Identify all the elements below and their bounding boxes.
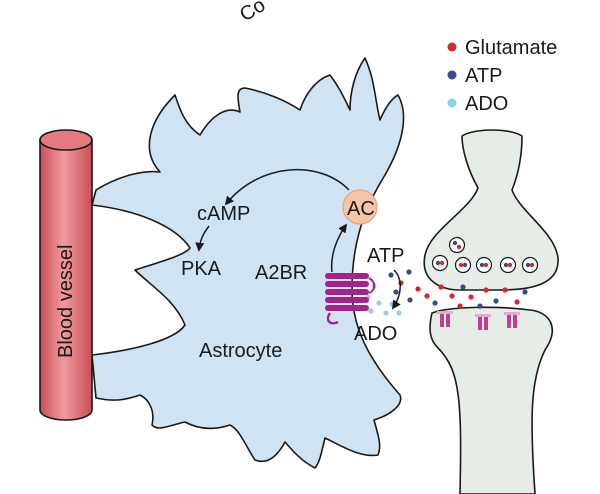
pathway-arrows — [195, 168, 401, 310]
ado-label: ADO — [354, 323, 397, 345]
arrow-icon — [224, 168, 350, 206]
legend-item-glutamate: Glutamate — [447, 37, 557, 59]
blood-vessel: Blood vessel — [39, 129, 93, 421]
legend-label-atp: ATP — [465, 65, 502, 87]
atp-dot-icon — [447, 70, 457, 80]
pka-label: PKA — [181, 258, 222, 280]
ado-dot-icon — [447, 98, 457, 108]
legend-item-ado: ADO — [447, 93, 508, 115]
vesicle-icon — [475, 256, 493, 274]
a2br-label: A2BR — [255, 262, 307, 284]
legend-label-ado: ADO — [465, 93, 508, 115]
channel-icon — [437, 311, 453, 327]
blood-vessel-top — [39, 129, 93, 151]
vesicles — [431, 236, 539, 274]
legend-item-atp: ATP — [447, 65, 502, 87]
blood-vessel-body — [39, 139, 93, 421]
vesicle-icon — [431, 254, 449, 272]
legend: Glutamate ATP ADO — [447, 37, 557, 115]
channel-icon — [504, 312, 520, 328]
arrow-icon — [195, 225, 210, 252]
legend-label-glutamate: Glutamate — [465, 37, 557, 59]
postsynaptic-terminal — [429, 306, 554, 494]
top-partial-label: Co — [236, 0, 269, 26]
blood-vessel-label: Blood vessel — [55, 245, 77, 358]
vesicle-icon — [448, 236, 466, 254]
a2br-receptor-icon — [325, 273, 376, 325]
astrocyte-shape — [91, 57, 405, 469]
atp-label: ATP — [367, 245, 404, 267]
cleft-molecules — [365, 269, 528, 316]
astrocyte-label: Astrocyte — [199, 340, 282, 362]
vesicle-icon — [521, 256, 539, 274]
channel-icon — [475, 314, 491, 330]
synapse — [423, 129, 559, 494]
camp-label: cAMP — [197, 203, 250, 225]
postsynaptic-channels — [437, 311, 520, 330]
ac-label: AC — [347, 198, 375, 220]
glutamate-dot-icon — [447, 42, 457, 52]
vesicle-icon — [454, 256, 472, 274]
arrow-icon — [330, 223, 348, 273]
ac-enzyme: AC — [342, 189, 378, 225]
arrow-icon — [392, 269, 401, 310]
vesicle-icon — [499, 256, 517, 274]
